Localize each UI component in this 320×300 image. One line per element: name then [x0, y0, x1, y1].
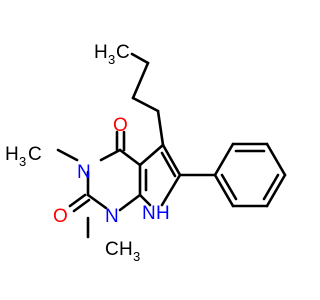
pyrrole-ring	[138, 143, 182, 207]
ph-bond-3	[265, 142, 287, 177]
ph-inner-2	[262, 173, 280, 201]
bond-n1-c7a	[118, 193, 142, 212]
methyl-bonds	[56, 148, 90, 239]
bond-c4-n3	[99, 148, 122, 162]
bond-c2-c3	[131, 96, 160, 113]
bond-c5-c6	[161, 143, 182, 177]
oxygen-bottom-label: O	[53, 206, 68, 227]
carbonyl-groups	[68, 130, 126, 213]
n3-methyl-3-label: 3	[19, 154, 26, 169]
n1-nitrogen-label: N	[105, 206, 119, 227]
n3-methyl-h-label: H	[5, 144, 19, 165]
bond-c5-c6-inner	[160, 151, 177, 178]
butyl-c-label: C	[116, 42, 130, 63]
n1-methyl-3-label: 3	[133, 249, 140, 264]
molecule-structure: H 3 C O O H 3 C N N C H 3 N H	[5, 42, 287, 264]
bond-c4a-c5	[138, 143, 165, 167]
bond-c6-n7	[160, 173, 182, 207]
bond-c4-c4a	[118, 148, 142, 167]
butyl-h-label: H	[94, 42, 108, 63]
pyrimidine-ring	[86, 148, 148, 212]
bond-c2-o-2	[72, 198, 91, 213]
ph-bond-4	[265, 173, 287, 208]
n3-methyl-c-label: C	[28, 144, 42, 165]
oxygen-top-label: O	[113, 115, 128, 136]
bond-ch3-c1	[130, 52, 150, 65]
n1-methyl-c-label: C	[105, 239, 119, 260]
bond-n7-c7a	[138, 193, 152, 207]
ph-inner-3	[220, 173, 238, 201]
bond-n3-ch3	[56, 148, 79, 162]
n7-h-label: H	[156, 203, 170, 224]
butyl-chain	[130, 52, 165, 147]
n1-methyl-h-label: H	[119, 239, 133, 260]
atom-labels: H 3 C O O H 3 C N N C H 3 N H	[5, 42, 170, 264]
bond-c3-c5	[156, 109, 165, 147]
phenyl-ring	[178, 142, 287, 208]
ph-bond-6	[213, 173, 235, 208]
bond-c2-n1	[86, 193, 108, 210]
bond-c1-c2	[131, 61, 150, 100]
ph-bond-1	[213, 142, 235, 177]
bond-c2-o	[68, 193, 87, 208]
butyl-3-label: 3	[108, 52, 115, 67]
n7-nitrogen-label: N	[142, 203, 156, 224]
n3-nitrogen-label: N	[77, 162, 91, 183]
